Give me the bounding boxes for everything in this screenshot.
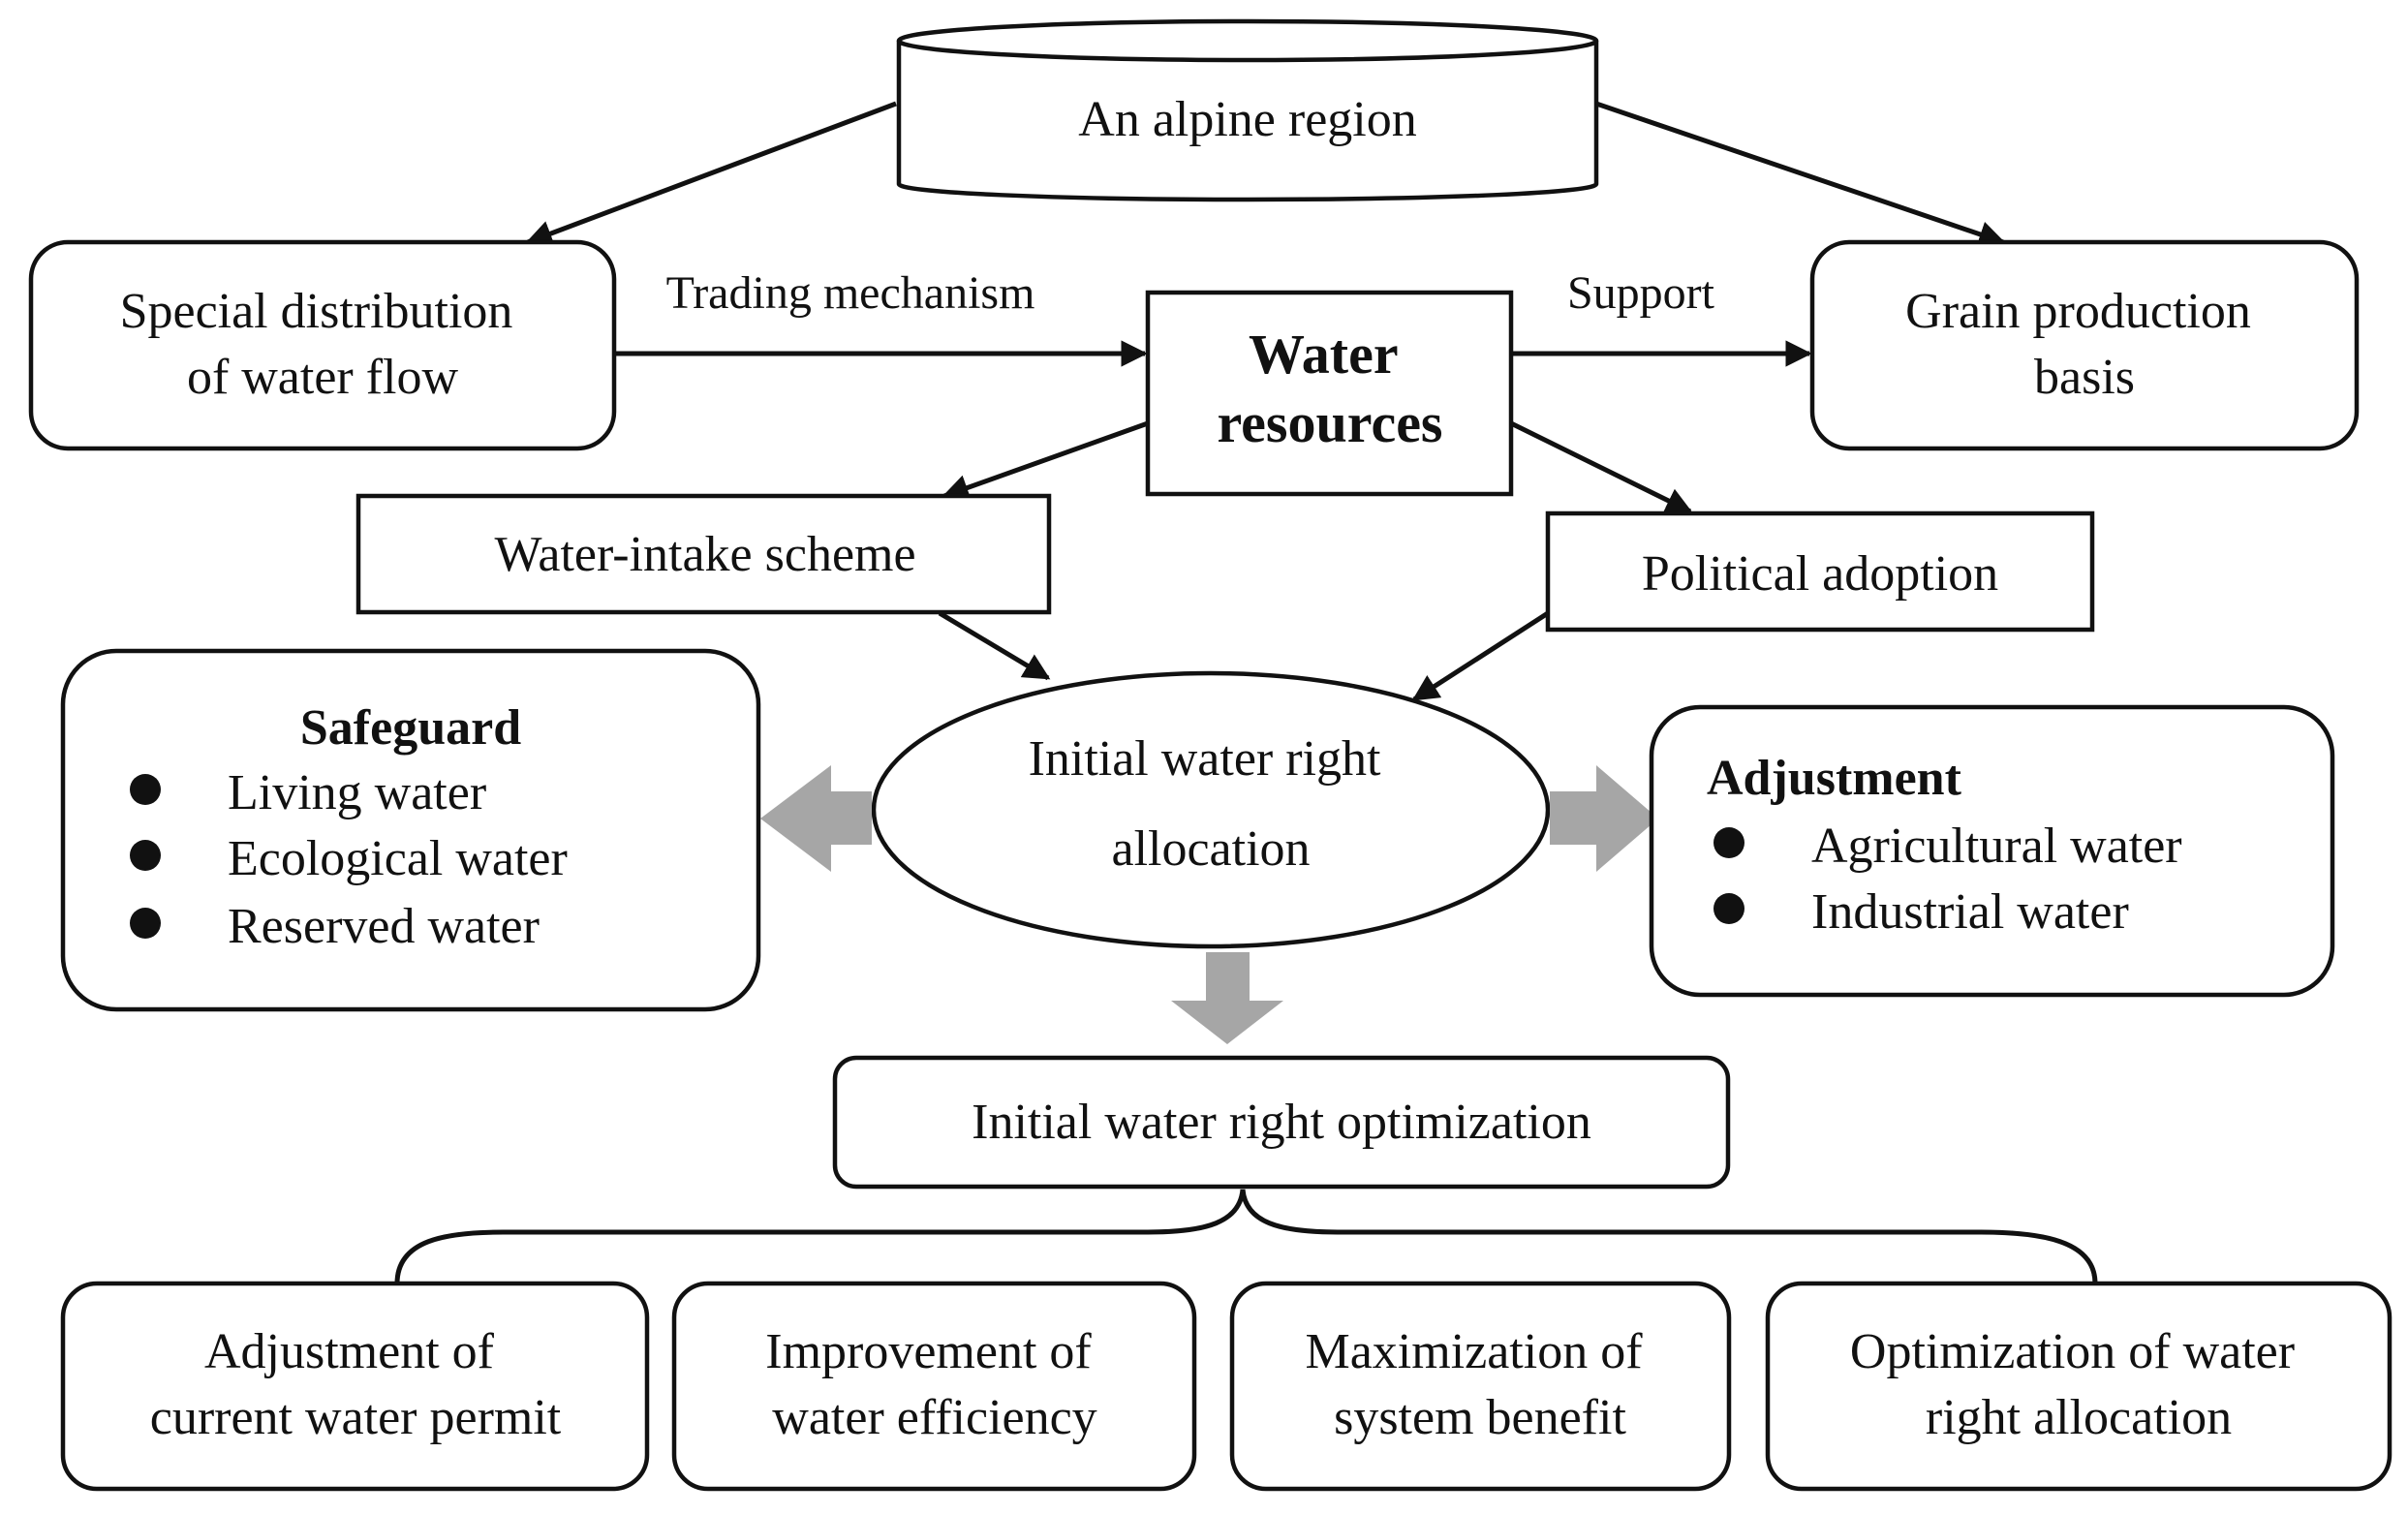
outcome-3-line-2: system benefit (1334, 1390, 1626, 1445)
node-alpine-region: An alpine region (896, 18, 1599, 202)
block-arrow-to-safeguard (760, 765, 872, 872)
arrow-alpine-to-distribution (525, 101, 897, 247)
node-grain-production: Grain production basis (1809, 239, 2360, 451)
arrow-intake-to-allocation (938, 610, 1051, 681)
special-distribution-line-2: of water flow (187, 350, 459, 405)
safeguard-item-3: Reserved water (228, 899, 540, 954)
safeguard-item-1: Living water (228, 765, 486, 820)
node-outcome-2: Improvement of water efficiency (671, 1281, 1197, 1492)
outcome-2-line-1: Improvement of (765, 1324, 1092, 1379)
adjustment-bullet-2 (1713, 893, 1744, 924)
brace-connector (394, 1189, 2098, 1284)
node-water-resources: Water resources (1145, 290, 1514, 497)
svg-text:Maximization of system b: Maximization of system benefit (1305, 1324, 1654, 1445)
initial-allocation-line-2: allocation (1111, 821, 1310, 877)
label-trading-mechanism: Trading mechanism (666, 267, 1035, 319)
node-outcome-4: Optimization of water right allocation (1765, 1281, 2393, 1492)
adjustment-item-2: Industrial water (1811, 884, 2129, 940)
grain-production-line-1: Grain production (1905, 284, 2251, 339)
arrow-resources-to-intake (942, 420, 1149, 501)
node-political-adoption: Political adoption (1545, 510, 2095, 633)
arrow-political-to-allocation (1411, 610, 1550, 702)
arrow-alpine-to-grain (1595, 101, 2006, 248)
safeguard-bullet-1 (130, 774, 161, 805)
alpine-region-label: An alpine region (1078, 92, 1416, 147)
label-support: Support (1567, 267, 1715, 319)
arrow-resources-to-political (1509, 420, 1693, 514)
svg-text:Grain production basis: Grain production basis (1905, 284, 2264, 405)
adjustment-bullet-1 (1713, 827, 1744, 858)
safeguard-bullet-3 (130, 908, 161, 939)
outcome-1-line-1: Adjustment of (204, 1324, 495, 1379)
water-intake-label: Water-intake scheme (494, 527, 915, 582)
node-adjustment: Adjustment Agricultural water Industrial… (1649, 704, 2335, 998)
block-arrow-to-adjustment (1550, 765, 1658, 872)
outcome-4-line-2: right allocation (1926, 1390, 2232, 1445)
adjustment-title: Adjustment (1707, 751, 1962, 806)
initial-allocation-line-1: Initial water right (1029, 731, 1381, 787)
safeguard-item-2: Ecological water (228, 831, 568, 886)
svg-text:Optimization of water ri: Optimization of water right allocation (1850, 1324, 2307, 1445)
adjustment-item-1: Agricultural water (1811, 819, 2182, 874)
node-safeguard: Safeguard Living water Ecological water … (60, 648, 761, 1012)
svg-text:Adjustment of current wa: Adjustment of current water permit (150, 1324, 562, 1445)
outcome-2-line-2: water efficiency (772, 1390, 1096, 1445)
safeguard-bullet-2 (130, 840, 161, 871)
node-water-intake-scheme: Water-intake scheme (355, 493, 1052, 615)
svg-text:Improvement of water eff: Improvement of water efficiency (765, 1324, 1103, 1445)
political-adoption-label: Political adoption (1642, 546, 1998, 602)
outcome-1-line-2: current water permit (150, 1390, 562, 1445)
node-initial-allocation: Initial water right allocation (871, 670, 1551, 949)
safeguard-title: Safeguard (300, 700, 521, 756)
special-distribution-line-1: Special distribution (120, 284, 513, 339)
water-resources-line-2: resources (1217, 391, 1442, 454)
optimization-label: Initial water right optimization (972, 1095, 1591, 1150)
svg-text:Initial water right allo: Initial water right allocation (1029, 731, 1394, 877)
svg-text:Water resources: Water resources (1217, 323, 1442, 454)
node-special-distribution: Special distribution of water flow (28, 239, 617, 451)
outcome-4-line-1: Optimization of water (1850, 1324, 2295, 1379)
node-optimization: Initial water right optimization (832, 1055, 1731, 1190)
water-resources-line-1: Water (1249, 323, 1398, 386)
node-outcome-3: Maximization of system benefit (1229, 1281, 1732, 1492)
outcome-3-line-1: Maximization of (1305, 1324, 1643, 1379)
node-outcome-1: Adjustment of current water permit (60, 1281, 650, 1492)
block-arrow-to-optimization (1171, 952, 1283, 1044)
svg-text:Special distribution of: Special distribution of water flow (120, 284, 526, 405)
grain-production-line-2: basis (2034, 350, 2135, 405)
